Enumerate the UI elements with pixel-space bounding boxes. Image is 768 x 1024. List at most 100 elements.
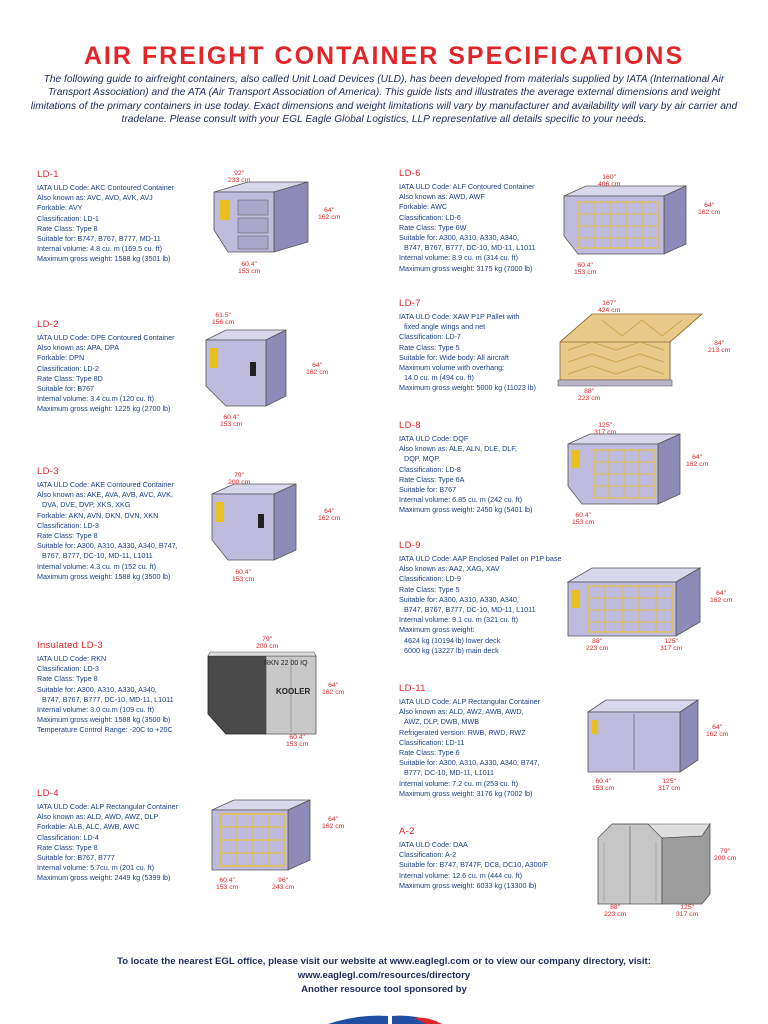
footer-directory-link[interactable]: www.eaglegl.com/resources/directory <box>297 970 471 982</box>
spec-line: Maximum gross weight: 6033 kg (13300 lb) <box>399 880 537 890</box>
spec-heading: LD-7 <box>399 298 421 309</box>
spec-line: Suitable for: B767, B777 <box>37 853 115 863</box>
spec-line: DQP, MQP <box>404 454 440 464</box>
spec-line: DVA, DVE, DVP, XKS, XKG <box>42 500 131 510</box>
spec-line: IATA ULD Code: RKN <box>37 654 107 663</box>
spec-heading: LD-4 <box>37 788 59 799</box>
ld4-dim-bottom: 60.4"153 cm <box>216 877 239 892</box>
ld8-dim-bottom: 60.4"153 cm <box>572 512 595 527</box>
spec-line: Also known as: AWD, AWF <box>399 192 485 202</box>
ld1-dim-bottom: 60.4"153 cm <box>238 261 261 276</box>
spec-line: Classification: LD-11 <box>399 737 465 747</box>
spec-line: Classification: LD-3 <box>37 664 99 674</box>
spec-line: Classification: LD-2 <box>37 363 99 373</box>
spec-line: Suitable for: A300, A310, A330, A340, <box>399 233 519 243</box>
spec-line: Classification: LD-6 <box>399 212 461 222</box>
spec-heading: LD-3 <box>37 466 59 477</box>
spec-heading: LD-6 <box>399 168 421 179</box>
insulated-ld3-panel-code: RKN 22 00 IQ <box>264 660 308 667</box>
egl-logo <box>328 1015 442 1024</box>
ld8-dim-right: 64"162 cm <box>686 454 709 469</box>
spec-line: Internal volume: 9.1 cu. m (321 cu. ft) <box>399 615 519 625</box>
footer: To locate the nearest EGL office, please… <box>0 955 768 998</box>
spec-line: Suitable for: A300, A310, A330, A340, B7… <box>399 758 540 768</box>
spec-line: Maximum gross weight: 1225 kg (2700 lb) <box>37 404 171 414</box>
intro-paragraph: The following guide to airfreight contai… <box>30 74 738 126</box>
spec-line: Internal volume: 3.4 cu.m (120 cu. ft) <box>37 394 155 404</box>
spec-heading: LD-11 <box>399 683 426 694</box>
spec-line: Internal volume: 6.85 cu. m (242 cu. ft) <box>399 495 523 505</box>
spec-line: Suitable for: A300, A310, A330, A340, <box>37 684 157 694</box>
spec-ld-2: LD-2 IATA ULD Code: DPE Contoured Contai… <box>37 319 227 415</box>
ld9-dim-bottom: 88"223 cm <box>586 638 609 653</box>
ld3-dim-bottom: 60.4"153 cm <box>232 569 255 584</box>
spec-line: Rate Class: Type 6 <box>399 748 460 758</box>
spec-line: Forkable: AWC <box>399 202 448 212</box>
insulated-ld3-dim-bottom: 60.4"153 cm <box>286 734 309 749</box>
ld11-container-image <box>586 699 700 773</box>
spec-line: Forkable: DPN <box>37 353 85 363</box>
spec-line: 6000 kg (13227 lb) main deck <box>404 645 499 655</box>
spec-ld-1: LD-1 IATA ULD Code: AKC Contoured Contai… <box>37 169 227 265</box>
spec-line: Rate Class: Type 6A <box>399 474 465 484</box>
ld2-dim-right: 64"162 cm <box>306 362 329 377</box>
spec-line: Maximum gross weight: 5000 kg (11023 lb) <box>399 383 536 393</box>
ld9-dim-bottom-long: 125"317 cm <box>660 638 683 653</box>
insulated-ld3-panel-brand: KOOLER <box>276 687 311 696</box>
ld6-dim-bottom: 60.4"153 cm <box>574 262 597 277</box>
spec-line: Internal volume: 5.7cu. m (201 cu. ft) <box>37 863 155 873</box>
spec-line: Classification: A-2 <box>399 850 457 860</box>
ld2-container-image <box>205 329 287 407</box>
ld4-container-image <box>211 799 311 871</box>
spec-line: 14.0 cu. m (494 cu. ft) <box>404 373 474 383</box>
spec-line: Internal volume: 4.8 cu. m (169.5 cu. ft… <box>37 244 163 254</box>
spec-line: Forkable: ALB, ALC, AWB, AWC <box>37 822 140 832</box>
spec-line: B747, B767, B777, DC-10, MD-11, L1011 <box>404 605 536 615</box>
spec-line: IATA ULD Code: AAP Enclosed Pallet on P1… <box>399 554 562 563</box>
spec-line: Suitable for: Wide body: All aircraft <box>399 352 509 362</box>
spec-heading: Insulated LD-3 <box>37 640 103 651</box>
ld8-dim-top: 125"317 cm <box>594 422 617 437</box>
spec-line: Also known as: ALE, ALN, DLE, DLF, <box>399 444 517 454</box>
ld9-container-image <box>566 567 702 637</box>
spec-ld-6: LD-6 IATA ULD Code: ALF Contoured Contai… <box>399 168 589 274</box>
ld7-dim-top: 167"424 cm <box>598 300 621 315</box>
spec-line: Suitable for: A300, A310, A330, A340, B7… <box>37 541 178 551</box>
ld6-dim-top: 160"406 cm <box>598 174 621 189</box>
spec-line: IATA ULD Code: DPE Contoured Container <box>37 333 175 342</box>
spec-line: Maximum gross weight: 1588 kg (3500 lb) <box>37 571 171 581</box>
ld11-dim-bottom: 60.4"153 cm <box>592 778 615 793</box>
spec-line: Maximum gross weight: 3175 kg (7000 lb) <box>399 263 533 273</box>
spec-line: Internal volume: 4.3 cu. m (152 cu. ft) <box>37 561 157 571</box>
spec-line: Also known as: ALD, AW2, AWB, AWD, <box>399 707 524 717</box>
spec-line: Suitable for: B767 <box>399 485 457 495</box>
spec-line: IATA ULD Code: DAA <box>399 840 468 849</box>
ld6-dim-right: 64"162 cm <box>698 202 721 217</box>
ld3-dim-top: 79"200 cm <box>228 472 251 487</box>
spec-line: Suitable for: B747, B747F, DC8, DC10, A3… <box>399 860 549 870</box>
ld6-container-image <box>563 185 687 255</box>
ld9-dim-right: 64"162 cm <box>710 590 733 605</box>
spec-line: Suitable for: B767 <box>37 384 95 394</box>
insulated-ld3-dim-right: 64"162 cm <box>322 682 345 697</box>
spec-heading: LD-2 <box>37 319 59 330</box>
ld2-dim-bottom: 60.4"153 cm <box>220 414 243 429</box>
spec-heading: LD-9 <box>399 540 421 551</box>
spec-line: Forkable: AKN, AVN, DKN, DVN, XKN <box>37 510 159 520</box>
spec-line: Internal volume: 3.0 cu.m (109 cu. ft) <box>37 705 155 715</box>
spec-line: Internal volume: 12.6 cu. m (444 cu. ft) <box>399 870 523 880</box>
ld7-dim-right: 84"213 cm <box>708 340 731 355</box>
spec-line: AWZ, DLP, DWB, MWB <box>404 717 480 727</box>
spec-heading: A-2 <box>399 826 415 837</box>
spec-heading: LD-1 <box>37 169 59 180</box>
spec-line: Refrigerated version: RWB, RWD, RWZ <box>399 727 526 737</box>
spec-line: Temperature Control Range: -20C to +20C <box>37 725 173 735</box>
ld3-dim-right: 64"162 cm <box>318 508 341 523</box>
spec-line: Rate Class: Type 6W <box>399 222 467 232</box>
spec-line: Internal volume: 7.2 cu. m (253 cu. ft) <box>399 778 519 788</box>
spec-line: B747, B767, B777, DC-10, MD-11, L1011 <box>404 243 536 253</box>
ld8-container-image <box>567 433 681 505</box>
